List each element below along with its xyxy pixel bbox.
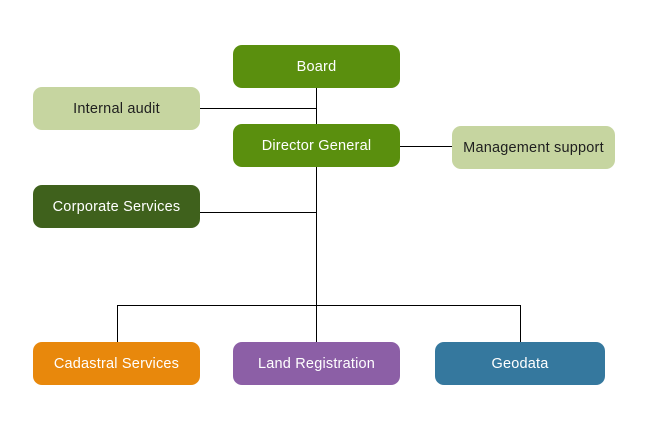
connector-board-director-general bbox=[316, 88, 317, 124]
node-geodata: Geodata bbox=[435, 342, 605, 385]
node-board: Board bbox=[233, 45, 400, 88]
node-management-support-label: Management support bbox=[463, 139, 604, 156]
connector-director-general-trunk bbox=[316, 167, 317, 305]
node-corporate-services-label: Corporate Services bbox=[52, 198, 181, 215]
node-cadastral-services-label: Cadastral Services bbox=[53, 355, 180, 372]
node-land-registration: Land Registration bbox=[233, 342, 400, 385]
connector-bus-land-registration bbox=[316, 305, 317, 342]
node-internal-audit: Internal audit bbox=[33, 87, 200, 130]
connector-bus-geodata bbox=[520, 305, 521, 342]
connector-bottom-bus bbox=[117, 305, 521, 306]
connector-bus-cadastral-services bbox=[117, 305, 118, 342]
node-geodata-label: Geodata bbox=[491, 355, 549, 372]
node-board-label: Board bbox=[296, 58, 337, 75]
node-management-support: Management support bbox=[452, 126, 615, 169]
connector-director-management-support bbox=[400, 146, 452, 147]
node-land-registration-label: Land Registration bbox=[257, 355, 376, 372]
node-internal-audit-label: Internal audit bbox=[73, 100, 160, 117]
connector-internal-audit-trunk bbox=[200, 108, 316, 109]
node-director-general-label: Director General bbox=[261, 137, 372, 154]
node-corporate-services: Corporate Services bbox=[33, 185, 200, 228]
connector-corporate-services-trunk bbox=[200, 212, 316, 213]
node-director-general: Director General bbox=[233, 124, 400, 167]
node-cadastral-services: Cadastral Services bbox=[33, 342, 200, 385]
